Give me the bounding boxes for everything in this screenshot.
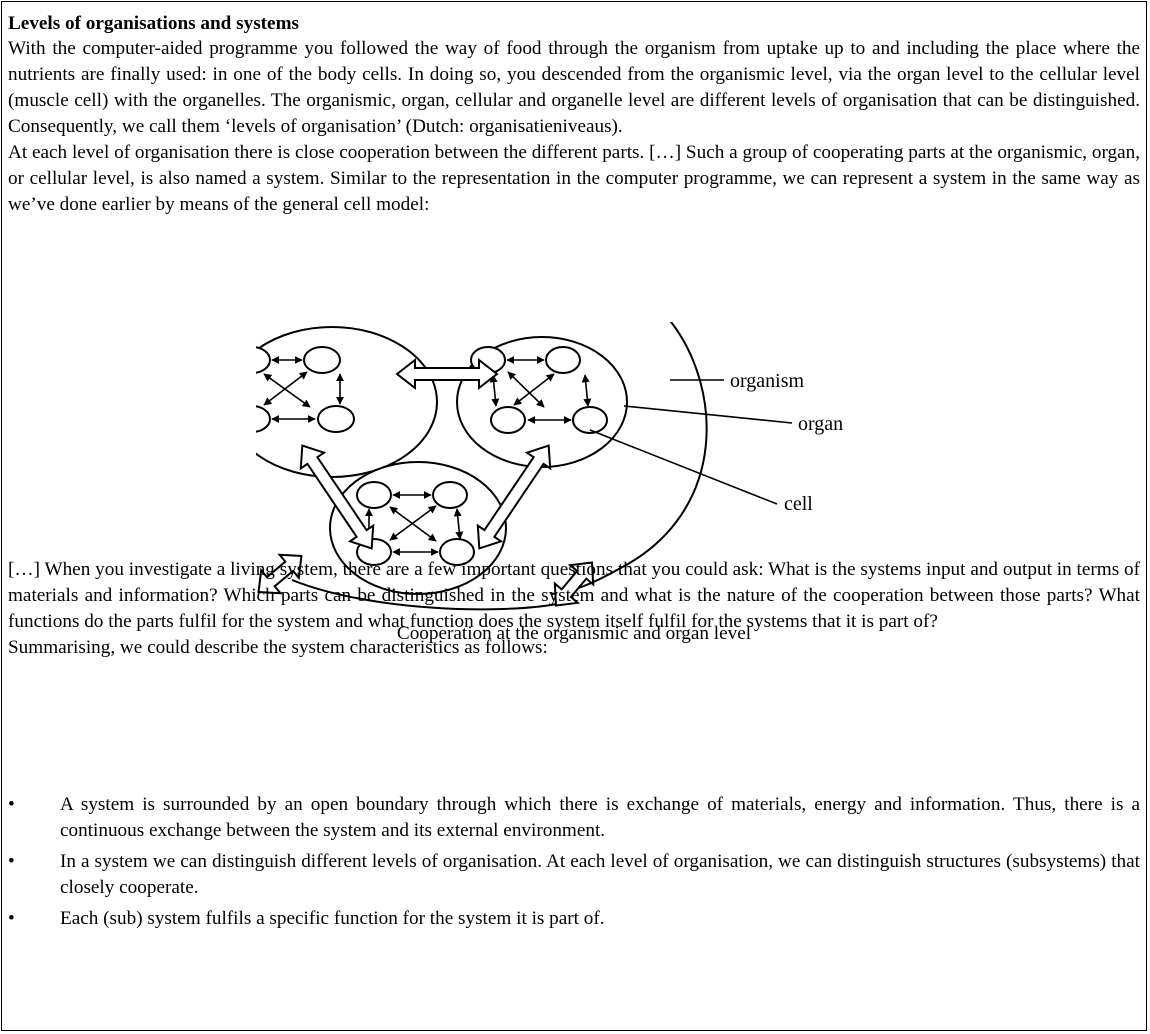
intro-text: With the computer-aided programme you fo… [8,36,1140,218]
organ-link-left [299,444,375,550]
label-organism: organism [730,370,805,392]
bullet-icon: • [8,794,15,815]
paragraph-1: With the computer-aided programme you fo… [8,38,1140,137]
organ-link-right [476,444,552,550]
list-item: • A system is surrounded by an open boun… [8,792,1140,844]
list-item: • In a system we can distinguish differe… [8,849,1140,901]
list-item-text: Each (sub) system fulfils a specific fun… [60,908,605,929]
system-diagram: organism organ cell [256,322,843,611]
paragraph-4: Summarising, we could describe the syste… [8,637,548,658]
list-item-text: In a system we can distinguish different… [60,851,1140,898]
paragraph-2: At each level of organisation there is c… [8,142,1140,215]
label-cell: cell [784,493,813,515]
bullet-icon: • [8,908,15,929]
organism-boundary [551,322,708,595]
list-item-text: A system is surrounded by an open bounda… [60,794,1140,841]
list-item: • Each (sub) system fulfils a specific f… [8,906,1140,932]
characteristics-list: • A system is surrounded by an open boun… [8,792,1140,937]
bullet-icon: • [8,851,15,872]
questions-text: […] When you investigate a living system… [8,557,1140,661]
section-title: Levels of organisations and systems [8,13,300,34]
organ-left [256,326,438,478]
organism-boundary-bottom [291,579,558,611]
organ-link-top [395,357,499,391]
label-organ: organ [798,413,843,435]
paragraph-3: […] When you investigate a living system… [8,559,1140,632]
diagram-caption: Cooperation at the organismic and organ … [396,623,752,644]
boundary-exchange-left [257,553,303,595]
boundary-exchange-right [553,561,595,607]
